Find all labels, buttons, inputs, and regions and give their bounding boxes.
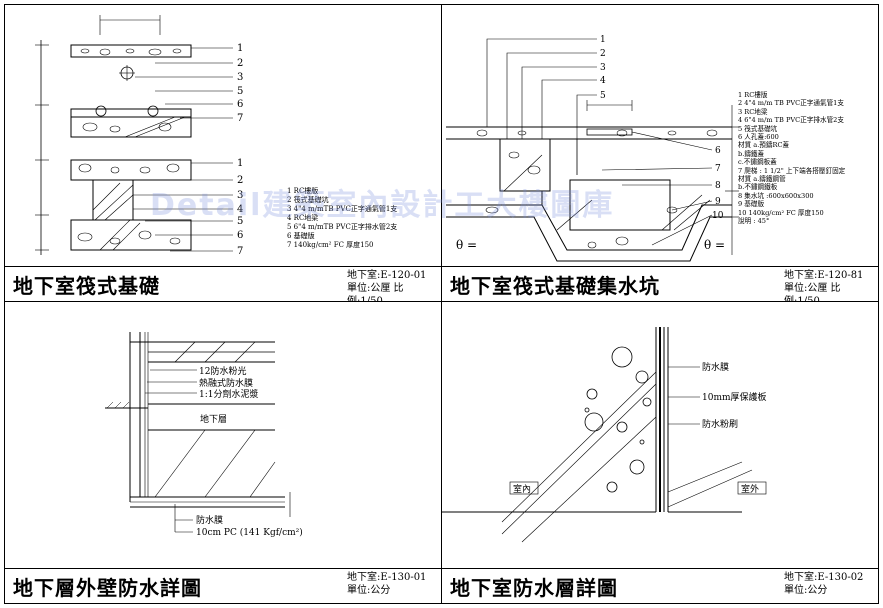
- panel-raft-foundation: 1 2 3 5 6 7 1 2 3 4 5 6 7 1 RC樓版 2 筏式基礎坑…: [4, 4, 442, 307]
- legend-raft-foundation: 1 RC樓版 2 筏式基礎坑 3 4"4 m/mTB PVC正字通氣管1支 4 …: [287, 187, 397, 250]
- label-waterproof-plaster: 12防水粉光: [199, 365, 246, 377]
- panel-title: 地下室筏式基礎: [13, 274, 160, 298]
- callout-2: 2: [237, 58, 243, 69]
- label-basement: 地下層: [200, 413, 227, 425]
- drawing-scale: 單位:公分: [784, 585, 828, 596]
- panel-meta: 地下室:E-130-02 單位:公分: [784, 571, 872, 597]
- drawing-code: 地下室:E-120-81: [784, 270, 864, 281]
- legend-line: 10 140kg/cm² FC 厚度150: [738, 208, 824, 217]
- callout-6: 6: [237, 99, 243, 110]
- legend-line: 1 RC樓版: [287, 187, 319, 195]
- callout-7: 7: [715, 164, 721, 174]
- legend-line: 3 4"4 m/mTB PVC正字通氣管1支: [287, 205, 398, 213]
- legend-line: 1 RC樓版: [738, 91, 768, 99]
- callout-2: 2: [600, 49, 606, 59]
- label-hot-melt-membrane: 熱融式防水膜: [199, 377, 253, 389]
- legend-line: 9 基礎版: [738, 200, 765, 209]
- legend-line: 說明 : 45°: [738, 217, 770, 226]
- callout-1b: 1: [237, 158, 243, 169]
- legend-line: c.不鏽鋼板蓋: [738, 158, 777, 167]
- legend-line: 8 集水坑 :600x600x300: [738, 191, 814, 200]
- legend-line: 5 6"4 m/mTB PVC正字排水管2支: [287, 223, 398, 231]
- legend-line: 材質 a.預鑄RC蓋: [738, 141, 790, 150]
- callout-3b: 3: [237, 190, 243, 201]
- legend-line: 6 基礎版: [287, 232, 315, 240]
- callout-8: 8: [715, 181, 721, 191]
- watermark: Detail建築室內設計工大樓圖庫: [150, 188, 615, 223]
- panel-meta: 地下室:E-130-01 單位:公分: [347, 571, 435, 597]
- callout-4: 4: [600, 76, 606, 86]
- panel-title: 地下室筏式基礎集水坑: [450, 274, 660, 298]
- panel-basement-waterproofing: 防水膜 10mm厚保護板 防水粉刷 室內 室外 地下室防水層詳圖 地下室:E-1…: [441, 301, 879, 604]
- titlebar: 地下室筏式基礎 地下室:E-120-01 單位:公厘 比例:1/50: [5, 266, 441, 307]
- legend-line: 4 6"4 m/m TB PVC正字排水管2支: [738, 116, 844, 125]
- exterior-wall-drawing: 12防水粉光 熱融式防水膜 1:1分劑水泥漿 地下層 防水膜 10cm PC (…: [105, 332, 303, 538]
- label-membrane: 防水膜: [196, 514, 223, 526]
- slope-label-left: θ =: [456, 238, 477, 252]
- raft-foundation-drawing: 1 2 3 5 6 7 1 2 3 4 5 6 7: [35, 15, 243, 257]
- callout-6: 6: [715, 146, 721, 156]
- basement-waterproof-drawing: 防水膜 10mm厚保護板 防水粉刷 室內 室外: [442, 327, 767, 543]
- legend-sump-pit: 1 RC樓版 2 4"4 m/m TB PVC正字通氣管1支 3 RC地梁 4 …: [738, 91, 845, 226]
- callout-5: 5: [600, 91, 606, 101]
- label-membrane: 防水膜: [702, 361, 729, 373]
- legend-line: 6 人孔蓋:600: [738, 133, 779, 142]
- callout-3: 3: [237, 72, 243, 83]
- legend-line: 7 140kg/cm² FC 厚度150: [287, 241, 374, 249]
- callout-7b: 7: [237, 246, 243, 257]
- legend-line: 材質 a.鑄鐵鋼管: [738, 175, 786, 184]
- panel-exterior-wall-waterproofing: 12防水粉光 熱融式防水膜 1:1分劑水泥漿 地下層 防水膜 10cm PC (…: [4, 301, 442, 604]
- label-cement-slurry: 1:1分劑水泥漿: [199, 388, 259, 400]
- callout-6b: 6: [237, 230, 243, 241]
- drawing-code: 地下室:E-120-01: [347, 270, 427, 281]
- drawing-code: 地下室:E-130-01: [347, 572, 427, 583]
- drawing-scale: 單位:公分: [347, 585, 391, 596]
- callout-5: 5: [237, 86, 243, 97]
- label-waterproof-plaster: 防水粉刷: [702, 418, 738, 430]
- callout-4b: 4: [237, 204, 243, 215]
- callout-5b: 5: [237, 216, 243, 227]
- callout-7: 7: [237, 113, 243, 124]
- legend-line: 7 爬梯 : 1 1/2" 上下端各搭壓釘固定: [738, 166, 846, 175]
- titlebar: 地下室防水層詳圖 地下室:E-130-02 單位:公分: [442, 568, 878, 603]
- label-protection-board: 10mm厚保護板: [702, 391, 767, 403]
- callout-1: 1: [600, 35, 606, 45]
- panel-title: 地下層外壁防水詳圖: [13, 576, 202, 600]
- callout-3: 3: [600, 63, 606, 73]
- callout-10: 10: [712, 211, 724, 221]
- legend-line: 2 筏式基礎坑: [287, 196, 329, 204]
- titlebar: 地下室筏式基礎集水坑 地下室:E-120-81 單位:公厘 比例:1/50: [442, 266, 878, 307]
- legend-line: 5 筏式基礎坑: [738, 124, 778, 133]
- panel-sump-pit: 1 2 3 4 5 6 7 8 9 10 θ = θ = 1 RC樓版 2 4"…: [441, 4, 879, 307]
- label-outdoor: 室外: [741, 483, 759, 495]
- callout-1: 1: [237, 43, 243, 54]
- callout-2b: 2: [237, 175, 243, 186]
- legend-line: 4 RC地梁: [287, 214, 319, 222]
- callout-9: 9: [715, 197, 721, 207]
- legend-line: b.不鏽鋼鐵板: [738, 183, 778, 192]
- legend-line: 3 RC地梁: [738, 107, 768, 116]
- titlebar: 地下層外壁防水詳圖 地下室:E-130-01 單位:公分: [5, 568, 441, 603]
- label-pc-concrete: 10cm PC (141 Kgf/cm²): [196, 527, 303, 538]
- legend-line: 2 4"4 m/m TB PVC正字通氣管1支: [738, 99, 844, 108]
- slope-label-right: θ =: [704, 238, 725, 252]
- label-indoor: 室內: [513, 483, 531, 495]
- panel-title: 地下室防水層詳圖: [450, 576, 618, 600]
- drawing-code: 地下室:E-130-02: [784, 572, 864, 583]
- sump-pit-drawing: 1 2 3 4 5 6 7 8 9 10 θ = θ =: [446, 35, 739, 262]
- legend-line: b.鑄鐵蓋: [738, 149, 765, 158]
